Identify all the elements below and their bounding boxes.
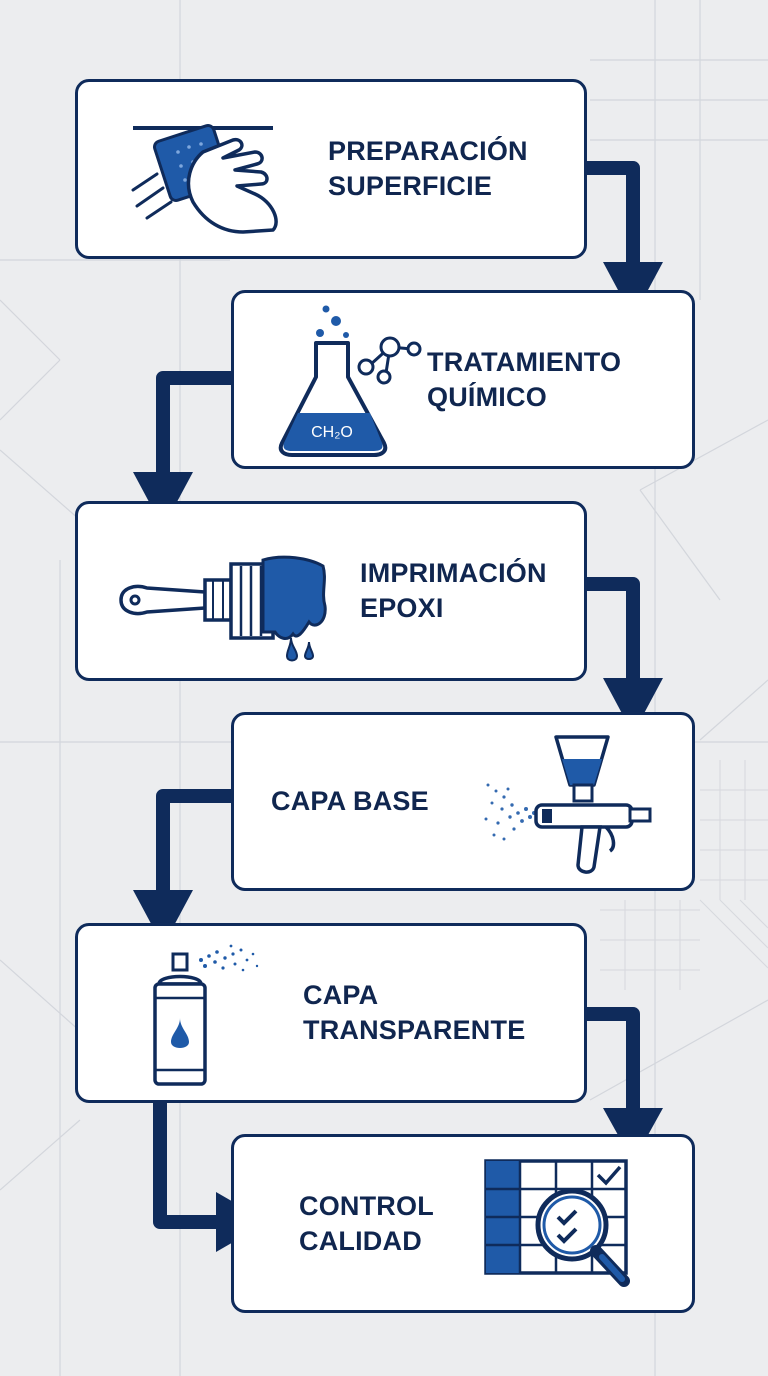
step-card-epoxy-primer: IMPRIMACIÓN EPOXI xyxy=(75,501,587,681)
step-title-line-1: IMPRIMACIÓN xyxy=(360,558,547,588)
formula-label: CH₂O xyxy=(311,424,353,441)
connector-arrow-5 xyxy=(587,1007,640,1118)
spray-gun-icon xyxy=(484,735,652,874)
step-card-chemical-treatment: CH₂O TRATAMIENTO QUÍMICO xyxy=(231,290,695,469)
connector-arrow-2 xyxy=(156,371,233,482)
step-title-line-1: CONTROL xyxy=(299,1190,434,1221)
connector-arrow-6 xyxy=(153,1100,225,1229)
step-card-base-coat: CAPA BASE xyxy=(231,712,695,891)
step-title-line-2: SUPERFICIE xyxy=(328,171,493,201)
paint-brush-icon xyxy=(119,555,327,662)
sanding-hand-icon xyxy=(131,123,278,234)
spray-can-icon xyxy=(153,944,259,1086)
step-title: IMPRIMACIÓN EPOXI xyxy=(360,504,547,678)
step-title: CAPA BASE xyxy=(271,715,429,888)
step-card-surface-preparation: PREPARACIÓN SUPERFICIE xyxy=(75,79,587,259)
step-card-quality-control: CONTROL CALIDAD xyxy=(231,1134,695,1313)
step-title: TRATAMIENTO QUÍMICO xyxy=(427,293,621,466)
step-title: CONTROL CALIDAD xyxy=(299,1137,434,1310)
quality-check-icon xyxy=(484,1159,630,1287)
arrow-head-4 xyxy=(133,890,193,946)
step-title-line-1: TRATAMIENTO xyxy=(427,346,622,377)
connector-arrow-4 xyxy=(156,789,233,900)
arrow-head-3 xyxy=(603,678,663,734)
step-title-line-1: PREPARACIÓN xyxy=(328,136,528,166)
step-title-line-1: CAPA xyxy=(303,980,379,1010)
step-title-line-2: EPOXI xyxy=(360,593,444,623)
step-title-line-2: QUÍMICO xyxy=(427,381,547,412)
step-title: CAPA TRANSPARENTE xyxy=(303,926,525,1100)
step-title-line-2: CALIDAD xyxy=(299,1225,422,1256)
step-title-line-1: CAPA BASE xyxy=(271,786,429,816)
chemical-flask-icon: CH₂O xyxy=(278,305,422,457)
connector-arrow-1 xyxy=(587,161,640,272)
connector-arrow-3 xyxy=(587,577,640,688)
step-title: PREPARACIÓN SUPERFICIE xyxy=(328,82,528,256)
arrow-head-2 xyxy=(133,472,193,528)
step-card-clear-coat: CAPA TRANSPARENTE xyxy=(75,923,587,1103)
step-title-line-2: TRANSPARENTE xyxy=(303,1015,526,1045)
